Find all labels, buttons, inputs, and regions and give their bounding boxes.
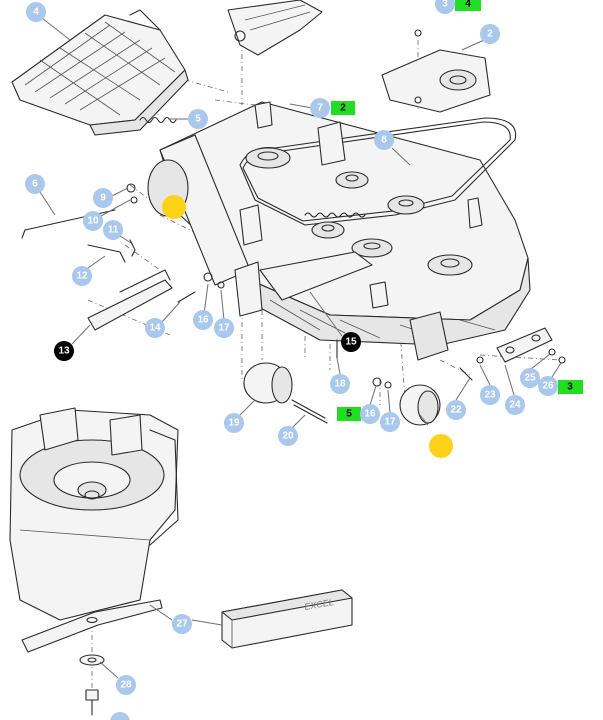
svg-text:4: 4: [465, 0, 471, 10]
svg-text:13: 13: [58, 346, 70, 357]
callout-17[interactable]: 17: [214, 318, 234, 338]
tag-4: 4: [455, 0, 481, 11]
callout-19[interactable]: 19: [224, 413, 244, 433]
callout-16[interactable]: 16: [193, 310, 213, 330]
callout-11[interactable]: 11: [103, 220, 123, 240]
callout-6[interactable]: 6: [25, 174, 45, 194]
green-tags: 4 2 5 3: [331, 0, 583, 421]
svg-text:2: 2: [487, 29, 493, 40]
svg-text:7: 7: [317, 103, 323, 114]
callout-27[interactable]: 27: [172, 614, 192, 634]
svg-text:17: 17: [384, 417, 396, 428]
belt-cover-top: [227, 0, 323, 56]
front-rollers: [243, 327, 566, 426]
svg-text:27: 27: [176, 619, 188, 630]
grass-deflector: [11, 9, 189, 136]
product-box: EXCEL: [221, 589, 353, 649]
leader-lines: [39, 17, 562, 679]
svg-text:8: 8: [381, 135, 387, 146]
callout-22[interactable]: 22: [446, 400, 466, 420]
mower-blade: [21, 599, 163, 653]
callout-17b[interactable]: 17: [380, 412, 400, 432]
callout-23[interactable]: 23: [480, 385, 500, 405]
callout-9[interactable]: 9: [93, 188, 113, 208]
highlight-marker: [162, 195, 186, 219]
svg-text:19: 19: [228, 418, 240, 429]
callout-26[interactable]: 26: [538, 376, 558, 396]
callout-13[interactable]: 13: [54, 341, 74, 361]
svg-text:18: 18: [334, 379, 346, 390]
svg-text:15: 15: [345, 337, 357, 348]
tag-3: 3: [558, 380, 583, 394]
callout-10[interactable]: 10: [83, 211, 103, 231]
svg-text:14: 14: [149, 323, 161, 334]
deck-underside: [9, 407, 179, 621]
callout-3[interactable]: 3: [435, 0, 455, 14]
spring: [139, 116, 177, 124]
belt-shield: [381, 29, 491, 113]
svg-text:5: 5: [195, 114, 201, 125]
callout-24[interactable]: 24: [505, 395, 525, 415]
highlight-marker: [429, 434, 453, 458]
tag-5: 5: [337, 407, 361, 421]
callout-15[interactable]: 15: [341, 332, 361, 352]
svg-text:16: 16: [197, 315, 209, 326]
callout-4[interactable]: 4: [26, 2, 46, 22]
callout-16b[interactable]: 16: [360, 404, 380, 424]
svg-text:2: 2: [340, 103, 346, 114]
mower-deck: [147, 101, 531, 361]
callout-18[interactable]: 18: [330, 374, 350, 394]
callout-partial[interactable]: [110, 712, 130, 720]
svg-text:5: 5: [346, 409, 352, 420]
callout-28[interactable]: 28: [116, 675, 136, 695]
yellow-markers: [162, 195, 453, 458]
callout-25[interactable]: 25: [520, 368, 540, 388]
callout-12[interactable]: 12: [72, 266, 92, 286]
blade-hardware: [79, 654, 105, 716]
svg-text:11: 11: [108, 225, 119, 236]
svg-text:3: 3: [442, 0, 448, 10]
svg-text:23: 23: [484, 390, 496, 401]
svg-text:22: 22: [450, 405, 462, 416]
svg-text:26: 26: [542, 381, 554, 392]
svg-text:9: 9: [100, 193, 106, 204]
svg-text:25: 25: [524, 373, 536, 384]
callout-14[interactable]: 14: [145, 318, 165, 338]
callout-5[interactable]: 5: [188, 109, 208, 129]
svg-text:10: 10: [87, 216, 99, 227]
callout-8[interactable]: 8: [374, 130, 394, 150]
svg-text:12: 12: [76, 271, 88, 282]
svg-text:4: 4: [33, 7, 39, 18]
svg-text:6: 6: [32, 179, 38, 190]
callout-2[interactable]: 2: [480, 24, 500, 44]
callouts: 4 3 2 7 5 8 6 9 10 11 12 13 14 16 17 15 …: [25, 0, 558, 720]
svg-text:16: 16: [364, 409, 376, 420]
callout-7[interactable]: 7: [310, 98, 330, 118]
tag-2: 2: [331, 101, 355, 115]
svg-text:17: 17: [218, 323, 230, 334]
svg-text:20: 20: [282, 431, 294, 442]
svg-text:28: 28: [120, 680, 132, 691]
small-hardware-left: [21, 183, 225, 331]
svg-text:24: 24: [509, 400, 521, 411]
callout-20[interactable]: 20: [278, 426, 298, 446]
svg-text:3: 3: [567, 382, 573, 393]
